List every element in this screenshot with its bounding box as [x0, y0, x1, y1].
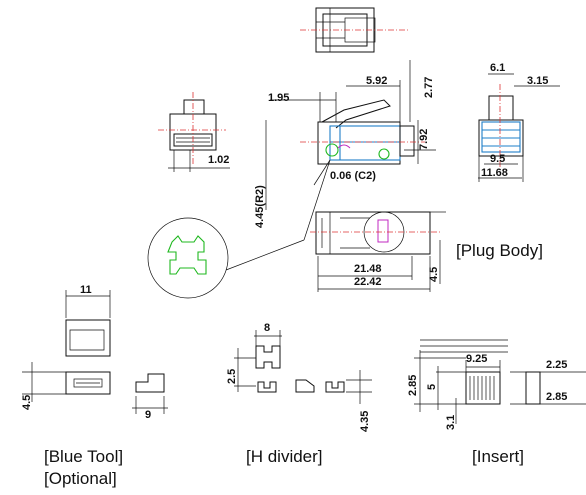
- caption-blue-tool: [Blue Tool]: [44, 447, 123, 466]
- dim-2-25: 2.25: [546, 359, 567, 371]
- dim-9-5: 9.5: [490, 153, 505, 165]
- dim-4-45-r2: 4.45(R2): [254, 185, 266, 228]
- caption-plug-body: [Plug Body]: [456, 241, 543, 260]
- plug-side-view: [265, 60, 436, 210]
- dim-4-5-body: 4.5: [428, 267, 440, 282]
- dim-7-92: 7.92: [418, 129, 430, 150]
- plug-top-view: [300, 7, 410, 53]
- dim-6-1: 6.1: [490, 62, 505, 74]
- dim-3-15: 3.15: [527, 75, 548, 87]
- plug-end-view: [478, 73, 560, 182]
- dim-1-95: 1.95: [268, 92, 289, 104]
- dim-3-1: 3.1: [445, 415, 457, 430]
- dim-2-77: 2.77: [423, 77, 435, 98]
- insert-views: [414, 339, 586, 424]
- caption-h-divider: [H divider]: [246, 447, 323, 466]
- dim-5: 5: [426, 384, 438, 390]
- insert-contacts: [469, 376, 495, 400]
- dim-21-48: 21.48: [354, 263, 382, 275]
- dim-11-68: 11.68: [481, 167, 508, 179]
- plug-front-view: [158, 92, 230, 172]
- caption-insert: [Insert]: [472, 447, 524, 466]
- caption-optional: [Optional]: [44, 469, 117, 488]
- dim-4-5-tool: 4.5: [21, 395, 33, 410]
- dim-4-35: 4.35: [359, 411, 371, 432]
- dim-11: 11: [80, 284, 92, 296]
- h-divider-views: [234, 330, 372, 404]
- dim-0-06-c2: 0.06 (C2): [330, 170, 376, 182]
- dim-9: 9: [145, 409, 151, 421]
- dim-2-85-right: 2.85: [546, 391, 567, 403]
- detail-circle: [147, 159, 331, 299]
- blue-tool-views: [22, 290, 168, 414]
- dim-5-92: 5.92: [366, 75, 387, 87]
- dim-22-42: 22.42: [354, 276, 382, 288]
- plug-body-view: [310, 211, 446, 292]
- dim-2-5: 2.5: [226, 369, 238, 384]
- dim-9-25: 9.25: [466, 353, 487, 365]
- dim-8: 8: [264, 322, 270, 334]
- dim-2-85-left: 2.85: [407, 375, 419, 396]
- dim-1-02: 1.02: [208, 154, 229, 166]
